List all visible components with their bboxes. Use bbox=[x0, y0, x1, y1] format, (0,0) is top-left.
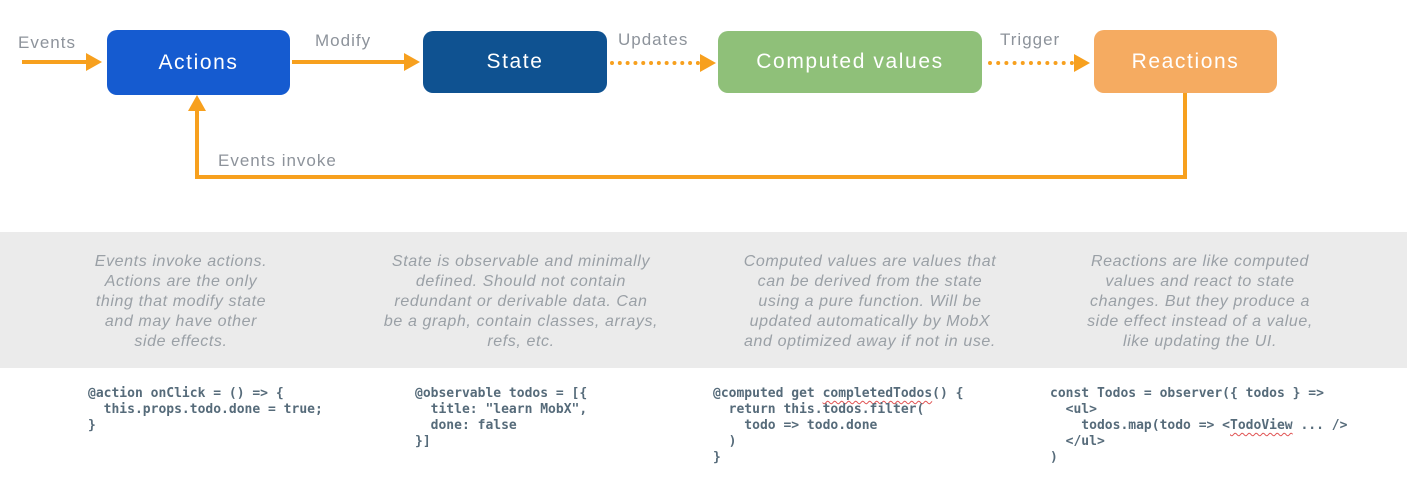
description-band: Events invoke actions. Actions are the o… bbox=[0, 232, 1407, 368]
arrow-events-to-actions-head-icon bbox=[86, 53, 102, 71]
arrow-updates-dotted-line bbox=[610, 61, 700, 65]
flow-node-state: State bbox=[423, 31, 607, 93]
flow-node-actions-label: Actions bbox=[158, 50, 239, 74]
edge-label-events: Events bbox=[18, 33, 76, 52]
feedback-line-right-vertical bbox=[1183, 93, 1187, 177]
arrow-modify-head-icon bbox=[404, 53, 420, 71]
description-computed-values: Computed values are values that can be d… bbox=[743, 253, 997, 350]
edge-label-updates: Updates bbox=[618, 30, 689, 49]
code-snippet-observer: const Todos = observer({ todos } => <ul>… bbox=[1050, 386, 1348, 465]
edge-label-modify: Modify bbox=[315, 31, 372, 50]
feedback-line-bottom-horizontal bbox=[195, 175, 1187, 179]
edge-label-trigger: Trigger bbox=[1000, 30, 1061, 49]
code-snippet-observable: @observable todos = [{ title: "learn Mob… bbox=[415, 386, 588, 449]
flow-node-computed-values-label: Computed values bbox=[756, 50, 944, 73]
code-snippet-action: @action onClick = () => { this.props.tod… bbox=[88, 386, 323, 433]
description-actions: Events invoke actions. Actions are the o… bbox=[94, 253, 268, 350]
arrow-trigger-dotted-line bbox=[988, 61, 1074, 65]
description-reactions: Reactions are like computed values and r… bbox=[1087, 253, 1313, 350]
feedback-line-left-vertical bbox=[195, 108, 199, 175]
flow-node-reactions-label: Reactions bbox=[1131, 49, 1240, 73]
arrow-modify-line bbox=[292, 60, 404, 64]
feedback-arrow-head-icon bbox=[188, 95, 206, 111]
flow-node-computed-values: Computed values bbox=[718, 31, 982, 93]
arrow-events-to-actions-line bbox=[22, 60, 86, 64]
code-snippet-computed: @computed get completedTodos() { return … bbox=[713, 386, 964, 465]
flow-node-state-label: State bbox=[486, 50, 544, 73]
flow-node-actions: Actions bbox=[107, 30, 290, 95]
arrow-updates-head-icon bbox=[700, 54, 716, 72]
arrow-trigger-head-icon bbox=[1074, 54, 1090, 72]
edge-label-events-invoke: Events invoke bbox=[218, 151, 337, 170]
flow-node-reactions: Reactions bbox=[1094, 30, 1277, 93]
description-state: State is observable and minimally define… bbox=[383, 253, 659, 350]
